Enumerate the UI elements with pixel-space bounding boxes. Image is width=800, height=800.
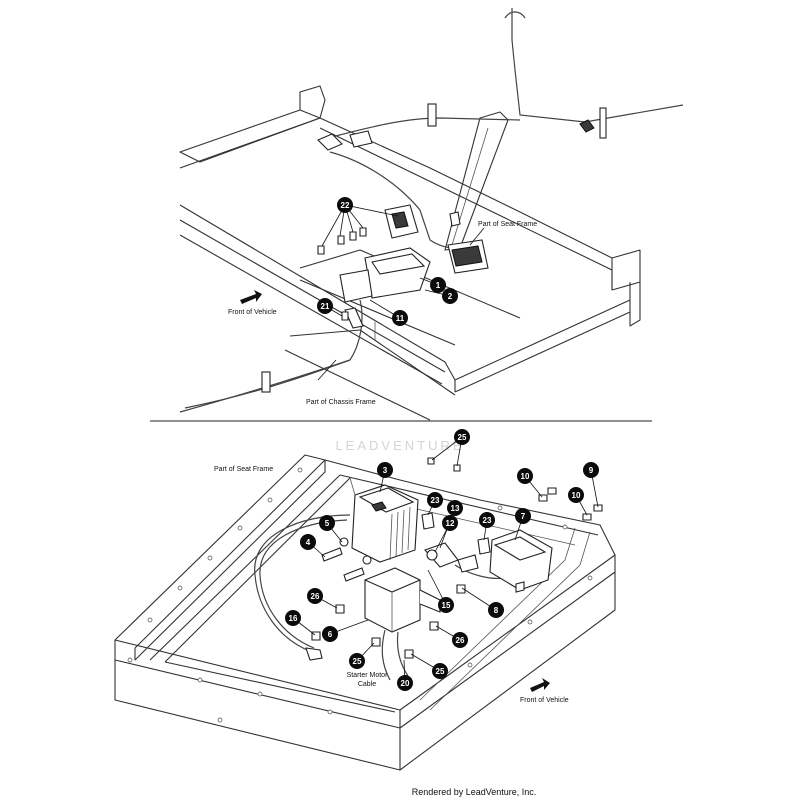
callout-2[interactable]: 2	[442, 288, 458, 304]
regulator-part-3	[351, 484, 419, 563]
callout-26-left[interactable]: 26	[307, 588, 323, 604]
callout-25-top[interactable]: 25	[454, 429, 470, 445]
bolts-top	[317, 227, 367, 321]
label-seat-frame-top: Part of Seat Frame	[478, 221, 537, 228]
footer-credit: Rendered by LeadVenture, Inc.	[412, 787, 537, 797]
svg-text:15: 15	[442, 601, 451, 610]
label-front-of-vehicle-bottom: Front of Vehicle	[520, 697, 569, 704]
svg-text:21: 21	[321, 302, 330, 311]
callout-8[interactable]: 8	[488, 602, 504, 618]
svg-text:6: 6	[328, 630, 333, 639]
callout-20[interactable]: 20	[397, 675, 413, 691]
callout-11[interactable]: 11	[392, 310, 408, 326]
callout-7[interactable]: 7	[515, 508, 531, 524]
svg-text:13: 13	[451, 504, 460, 513]
callout-9[interactable]: 9	[583, 462, 599, 478]
svg-text:2: 2	[448, 292, 453, 301]
module-part-7	[489, 529, 553, 591]
callout-12[interactable]: 12	[442, 515, 458, 531]
frame-holes	[127, 467, 593, 723]
fasteners-bottom	[311, 457, 603, 659]
callout-6[interactable]: 6	[322, 626, 338, 642]
svg-text:26: 26	[311, 592, 320, 601]
svg-text:4: 4	[306, 538, 311, 547]
callout-16[interactable]: 16	[285, 610, 301, 626]
callout-21[interactable]: 21	[317, 298, 333, 314]
svg-text:9: 9	[589, 466, 594, 475]
callout-5[interactable]: 5	[319, 515, 335, 531]
callout-10-lower[interactable]: 10	[568, 487, 584, 503]
label-starter-motor-cable-2: Cable	[358, 681, 376, 688]
svg-text:1: 1	[436, 281, 441, 290]
bracket-23-right	[477, 537, 491, 555]
connector-part-12	[424, 542, 479, 573]
front-arrow-bottom	[530, 678, 550, 692]
callout-22[interactable]: 22	[337, 197, 353, 213]
svg-text:10: 10	[521, 472, 530, 481]
seat-frame-bottom	[114, 454, 616, 771]
callout-26-right[interactable]: 26	[452, 632, 468, 648]
callout-23-left[interactable]: 23	[427, 492, 443, 508]
callout-13[interactable]: 13	[447, 500, 463, 516]
chassis-frame-top	[179, 204, 521, 421]
callout-23-right[interactable]: 23	[479, 512, 495, 528]
label-seat-frame-bottom: Part of Seat Frame	[214, 466, 273, 473]
seat-support	[444, 111, 509, 251]
label-starter-motor-cable-1: Starter Motor	[347, 672, 389, 679]
svg-text:5: 5	[325, 519, 330, 528]
callout-25-left[interactable]: 25	[349, 653, 365, 669]
svg-text:23: 23	[483, 516, 492, 525]
callout-4[interactable]: 4	[300, 534, 316, 550]
svg-text:7: 7	[521, 512, 526, 521]
svg-text:20: 20	[401, 679, 410, 688]
seat-frame-top	[179, 85, 641, 393]
svg-text:16: 16	[289, 614, 298, 623]
top-illustration: Part of Seat Frame Front of Vehicle Part…	[179, 8, 684, 421]
svg-text:26: 26	[456, 636, 465, 645]
svg-text:12: 12	[446, 519, 455, 528]
callout-10-upper[interactable]: 10	[517, 468, 533, 484]
svg-text:10: 10	[572, 491, 581, 500]
svg-text:3: 3	[383, 466, 388, 475]
wiring-harness	[179, 8, 684, 413]
svg-text:22: 22	[341, 201, 350, 210]
bracket-23-left	[421, 512, 435, 530]
watermark: LEADVENTURE	[335, 438, 464, 453]
svg-text:25: 25	[436, 667, 445, 676]
svg-text:8: 8	[494, 606, 499, 615]
label-chassis-frame: Part of Chassis Frame	[306, 399, 376, 406]
callout-1[interactable]: 1	[430, 277, 446, 293]
bottom-illustration: Part of Seat Frame Starter Motor Cable F…	[114, 429, 616, 771]
callout-25-right[interactable]: 25	[432, 663, 448, 679]
label-front-of-vehicle-top: Front of Vehicle	[228, 309, 277, 316]
front-arrow-top	[240, 290, 262, 304]
svg-text:25: 25	[458, 433, 467, 442]
controller-assembly	[339, 204, 489, 329]
callout-15[interactable]: 15	[438, 597, 454, 613]
svg-text:23: 23	[431, 496, 440, 505]
solenoid-part-6	[364, 567, 441, 633]
svg-text:25: 25	[353, 657, 362, 666]
svg-text:11: 11	[396, 314, 405, 323]
callout-3[interactable]: 3	[377, 462, 393, 478]
